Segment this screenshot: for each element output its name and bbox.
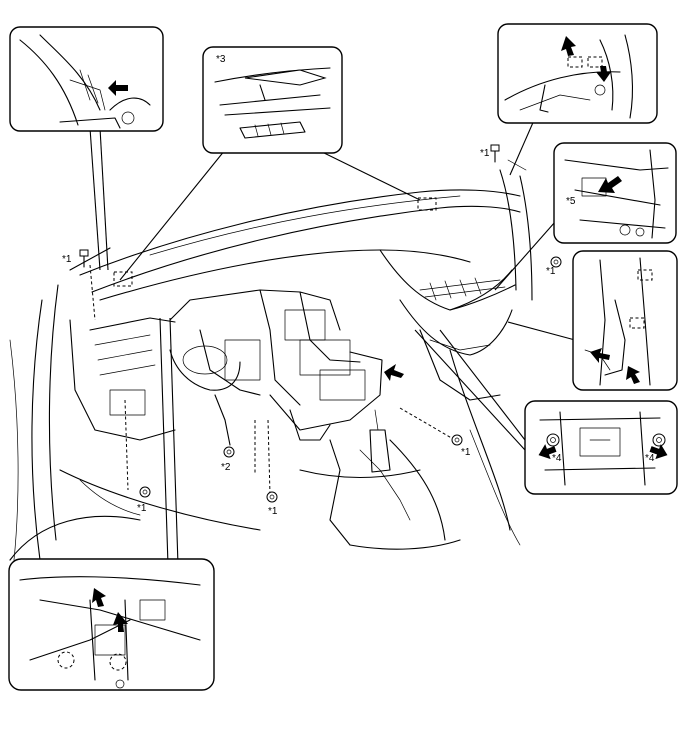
bolt-reference-lines	[89, 264, 456, 496]
bolt-icon	[223, 446, 235, 458]
arrow-icon	[649, 444, 668, 460]
inset-bottom-left	[8, 558, 215, 691]
arrow-icon	[92, 588, 106, 607]
inset-right-lower: *4 *4	[524, 400, 678, 495]
arrow-icon	[598, 176, 622, 193]
inset-top-right	[497, 23, 658, 124]
arrow-icon	[590, 348, 610, 363]
arrow-icon	[538, 444, 557, 460]
bolt-icon	[490, 144, 500, 163]
arrow-icon	[384, 364, 404, 381]
arrow-icon	[113, 612, 128, 632]
callout-label: *4	[645, 453, 655, 464]
callout-label: *1	[62, 254, 72, 265]
leader-lines	[89, 117, 576, 566]
bolt-icon	[652, 433, 666, 447]
callout-label: *1	[480, 148, 490, 159]
arrow-icon	[108, 80, 128, 96]
bolt-icon	[266, 491, 278, 503]
inset-right-middle	[572, 250, 678, 391]
callout-label: *2	[221, 462, 231, 473]
callout-label: *1	[137, 503, 147, 514]
arrow-icon	[596, 66, 611, 82]
arrow-icon	[561, 36, 576, 56]
callout-labels: *1 *1 *2 *1 *1 *1 *1	[62, 148, 556, 517]
arrow-icon	[626, 366, 640, 384]
bolt-icon	[139, 486, 151, 498]
bolt-icon	[79, 249, 89, 268]
inset-top-left	[9, 26, 164, 132]
bolt-icon	[546, 433, 560, 447]
callout-label: *1	[461, 447, 471, 458]
callout-label: *3	[216, 54, 226, 65]
clip-markers-main	[113, 197, 437, 287]
callout-label: *1	[546, 266, 556, 277]
callout-label: *4	[552, 453, 562, 464]
inset-right-upper: *5	[553, 142, 677, 244]
inset-top-center: *3	[202, 46, 343, 154]
callout-label: *1	[268, 506, 278, 517]
main-dashboard-illustration	[9, 159, 533, 561]
bolt-icon	[550, 256, 562, 268]
bolt-icons-main	[79, 144, 562, 503]
callout-label: *5	[566, 196, 576, 207]
bolt-icon	[451, 434, 463, 446]
